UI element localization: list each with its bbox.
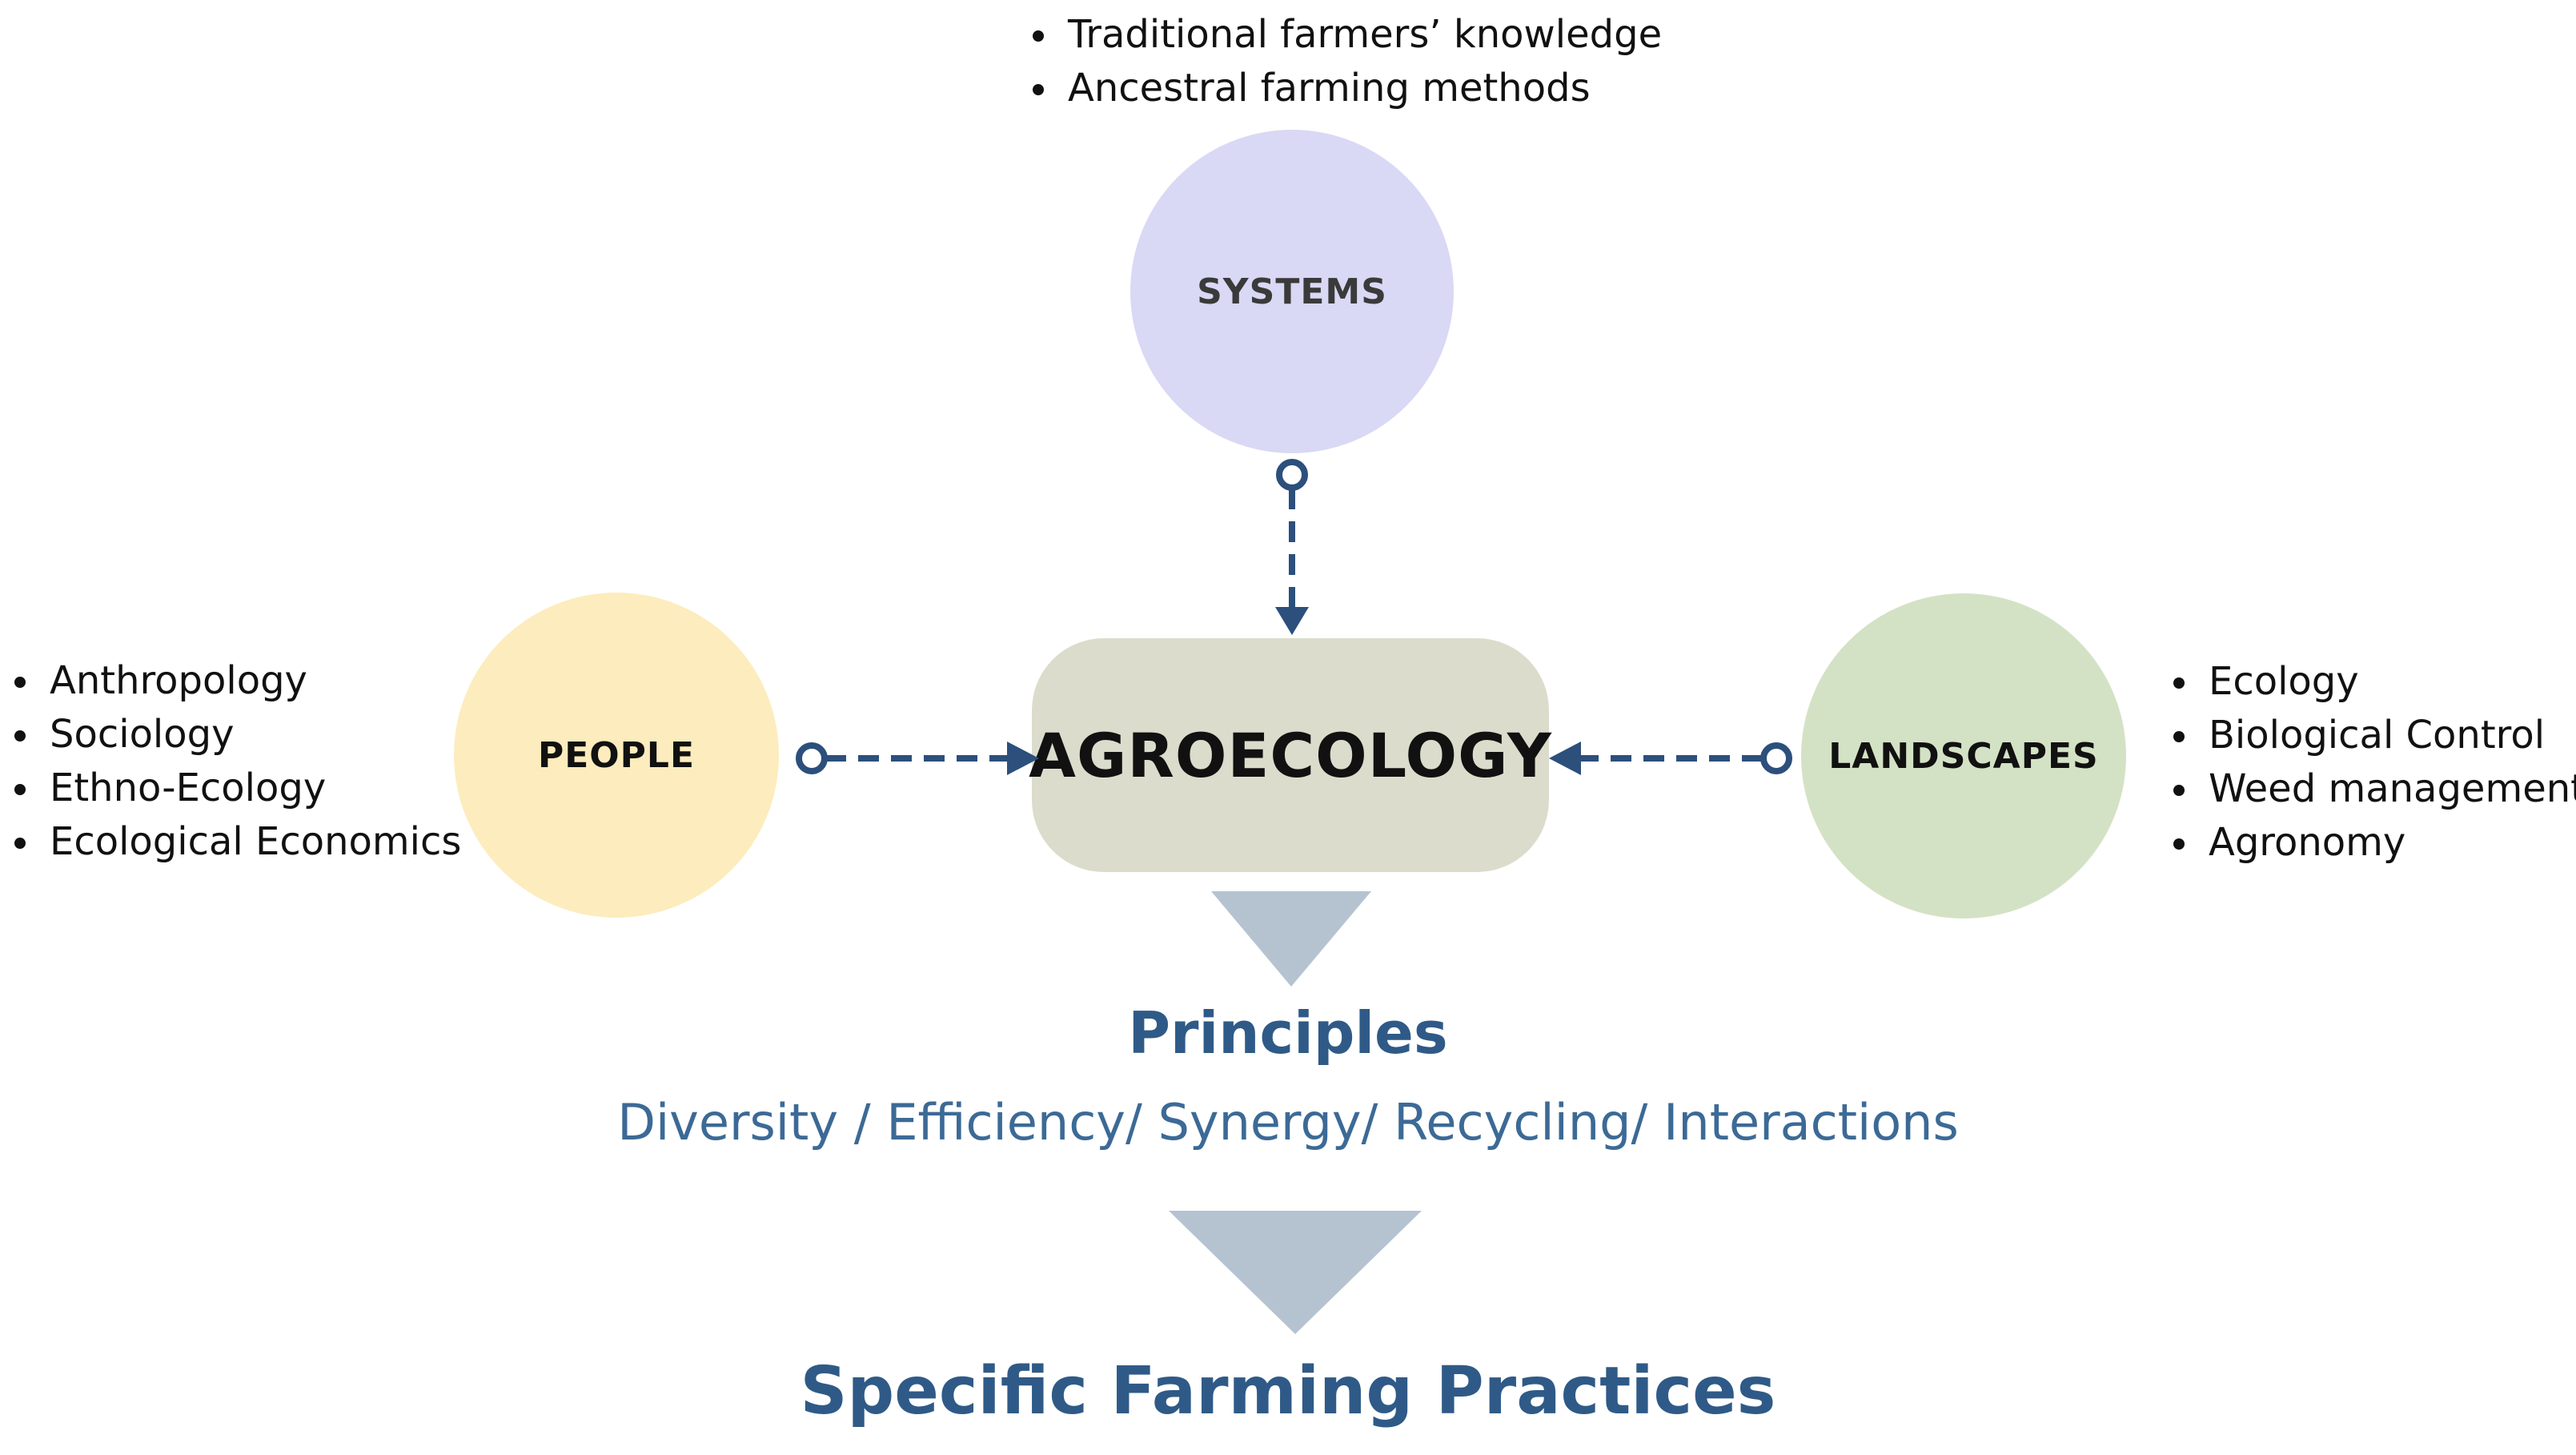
landscapes-label: LANDSCAPES bbox=[1828, 735, 2099, 777]
practices-title: Specific Farming Practices bbox=[800, 1353, 1776, 1429]
agroecology-label: AGROECOLOGY bbox=[1029, 719, 1552, 791]
principles-list: Diversity / Efficiency/ Synergy/ Recycli… bbox=[617, 1093, 1959, 1152]
landscapes-circle: LANDSCAPES bbox=[1801, 593, 2126, 918]
people-label: PEOPLE bbox=[537, 734, 696, 776]
landscapes-bullet-list: Ecology Biological Control Weed manageme… bbox=[2173, 655, 2576, 870]
landscapes-bullet-item: Agronomy bbox=[2173, 816, 2576, 870]
funnel-triangle-lower bbox=[1169, 1211, 1422, 1334]
agroecology-box: AGROECOLOGY bbox=[1029, 638, 1552, 872]
landscapes-bullet-item: Biological Control bbox=[2173, 709, 2576, 762]
landscapes-bullet-item: Weed management bbox=[2173, 762, 2576, 816]
people-bullet-list: Anthropology Sociology Ethno-Ecology Eco… bbox=[14, 654, 461, 869]
principles-title: Principles bbox=[1128, 999, 1448, 1067]
systems-bullet-list: Traditional farmers’ knowledge Ancestral… bbox=[1033, 8, 1662, 115]
systems-bullet-item: Ancestral farming methods bbox=[1033, 62, 1662, 115]
systems-label: SYSTEMS bbox=[1197, 271, 1387, 312]
landscapes-connector-arrow bbox=[1549, 742, 1792, 775]
systems-bullet-item: Traditional farmers’ knowledge bbox=[1033, 8, 1662, 62]
people-circle: PEOPLE bbox=[454, 593, 779, 918]
people-bullet-item: Ethno-Ecology bbox=[14, 762, 461, 815]
systems-circle: SYSTEMS bbox=[1130, 130, 1454, 453]
landscapes-bullet-item: Ecology bbox=[2173, 655, 2576, 709]
people-bullet-item: Sociology bbox=[14, 708, 461, 762]
people-bullet-item: Anthropology bbox=[14, 654, 461, 708]
systems-connector-arrow bbox=[1275, 459, 1309, 635]
people-bullet-item: Ecological Economics bbox=[14, 815, 461, 869]
funnel-triangle-upper bbox=[1211, 891, 1371, 987]
people-connector-arrow bbox=[796, 742, 1039, 775]
